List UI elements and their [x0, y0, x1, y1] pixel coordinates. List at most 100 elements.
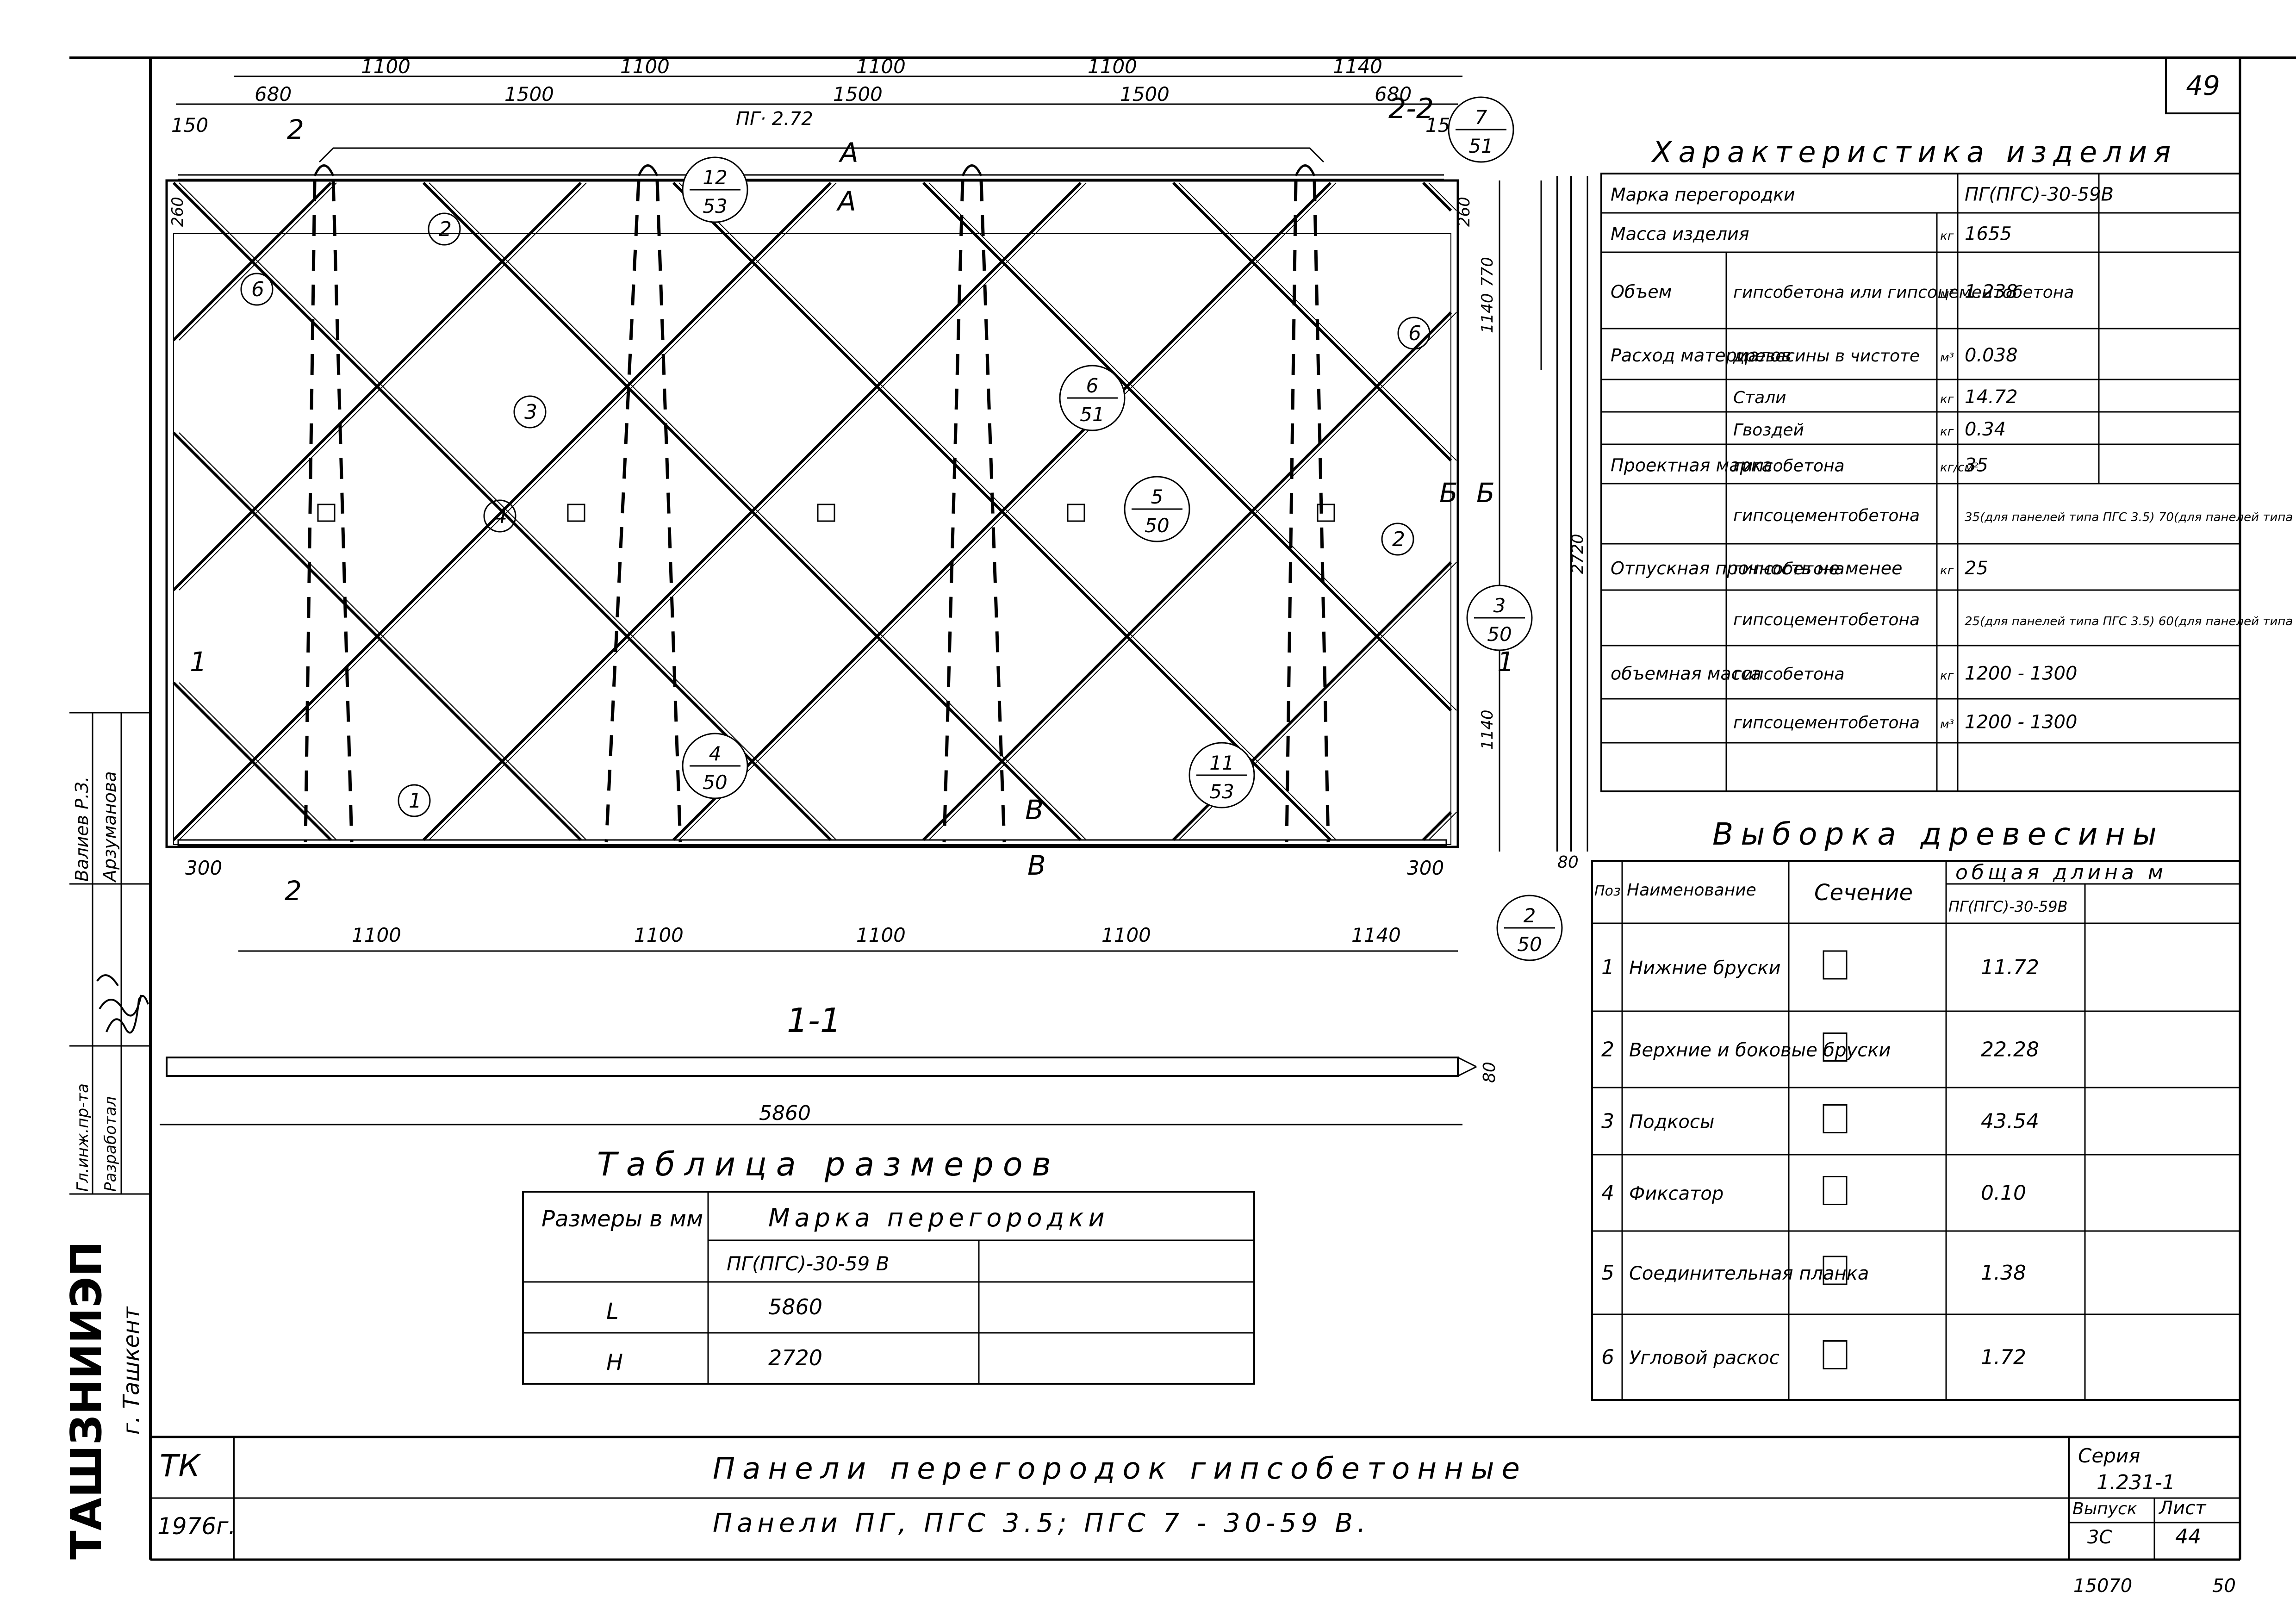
dimensions: 1100 1100 1100 1100 1140 680 1500 1500 1…	[168, 55, 1588, 952]
char-cell-value: 25(для панелей типа ПГС 3.5) 60(для пане…	[1965, 615, 2296, 628]
height-dim-260-left: 260	[168, 197, 187, 227]
char-cell-material: гипсоцементобетона	[1733, 610, 1920, 629]
fixator-node	[1317, 504, 1335, 522]
char-cell-material: гипсобетона	[1733, 560, 1845, 578]
wood-section-sketch	[1823, 1176, 1848, 1205]
ref-top: 2	[1524, 904, 1536, 927]
char-cell-name: Отпускная прочность не менее	[1611, 558, 1903, 578]
mark-a-1: А	[838, 137, 859, 168]
loop-leg	[979, 180, 1006, 843]
char-cell-name: Объем	[1611, 282, 1672, 302]
char-cell-value: 1200 - 1300	[1965, 712, 2077, 733]
char-cell-name: Проектная марка	[1611, 455, 1773, 476]
issue-label: Выпуск	[2072, 1499, 2137, 1518]
char-cell-unit: кг	[1940, 425, 1954, 439]
ref-bottom: 53	[1209, 780, 1234, 803]
char-cell-name: Марка перегородки	[1611, 185, 1795, 205]
loop-leg	[1313, 180, 1330, 843]
mark-1-right: 1	[1497, 646, 1514, 678]
char-cell-material: гипсоцементобетона	[1733, 506, 1920, 525]
ref-bottom: 50	[1145, 514, 1169, 537]
char-cell-material: гипсобетона или гипсоцементобетона	[1733, 283, 2074, 302]
title-block: ТК 1976г. Панели перегородок гипсобетонн…	[150, 1436, 2240, 1597]
loop-head	[313, 164, 335, 177]
loop-leg	[304, 180, 317, 843]
char-cell-value: 1655	[1965, 224, 2012, 245]
size-table: Таблица размеров Размеры в мм Марка пере…	[522, 1145, 1255, 1385]
callout-6-right: 6	[1408, 322, 1421, 345]
char-cell-material: Стали	[1733, 388, 1786, 407]
ref-bottom: 51	[1468, 135, 1493, 157]
wood-header-type: ПГ(ПГС)-30-59В	[1948, 898, 2068, 915]
wood-cell-name: Угловой раскос	[1629, 1348, 1780, 1369]
title-main: Панели перегородок гипсобетонные	[713, 1452, 1527, 1486]
char-cell-material: гипсоцементобетона	[1733, 714, 1920, 733]
callout-2-right: 2	[1392, 528, 1405, 551]
char-cell-value: 35	[1965, 455, 1988, 476]
brace-line	[922, 181, 1452, 712]
stamp-role-1: Гл.инж.пр-та	[74, 1083, 92, 1192]
char-cell-name: Масса изделия	[1611, 224, 1749, 244]
char-cell-value: 25	[1965, 558, 1988, 579]
ref-top: 7	[1475, 106, 1487, 129]
brace-edge	[429, 182, 1087, 840]
wood-table: Выборка древесины Поз Наименование Сечен…	[1591, 816, 2241, 1401]
callout-6-left: 6	[251, 278, 264, 301]
char-cell-material: гипсобетона	[1733, 457, 1845, 476]
lifting-loops	[304, 164, 1330, 843]
bottom-dim-2: 1100	[634, 924, 684, 946]
thickness-dim: 80	[1557, 853, 1579, 872]
top-dim-2: 1100	[620, 55, 670, 78]
brace-line	[1172, 181, 1452, 462]
wood-header-section: Сечение	[1814, 880, 1913, 906]
bottom-dim-5: 1140	[1351, 924, 1401, 946]
size-row-h-value: 2720	[768, 1345, 822, 1370]
issue-value: 3С	[2087, 1527, 2112, 1548]
height-dim-1140-bot: 1140	[1478, 709, 1497, 750]
top-dim-1: 1100	[361, 55, 411, 78]
wood-header-length: общая длина м	[1955, 861, 2167, 884]
ref-top: 12	[703, 166, 727, 189]
fixator-node	[1067, 504, 1085, 522]
char-cell-unit: кг	[1940, 230, 1954, 243]
top2-dim-5: 680	[1375, 83, 1412, 106]
thickness-1-1: 80	[1480, 1062, 1499, 1083]
char-cell-unit: кг	[1940, 669, 1954, 683]
char-cell-material: гипсобетона	[1733, 665, 1845, 684]
wood-header-pos: Поз	[1594, 883, 1621, 899]
mark-b-2: Б	[1476, 477, 1495, 509]
char-cell-value: 0.038	[1965, 345, 2018, 366]
wood-header-name: Наименование	[1627, 881, 1756, 900]
char-cell-unit: кг	[1940, 564, 1954, 578]
wood-cell-length: 1.38	[1981, 1261, 2026, 1285]
series-value: 1.231-1	[2097, 1471, 2175, 1494]
char-cell-unit: м³	[1940, 287, 1954, 301]
wood-cell-name: Верхние и боковые бруски	[1629, 1040, 1891, 1061]
series-label: Серия	[2078, 1444, 2140, 1467]
wood-cell-pos: 4	[1601, 1181, 1614, 1205]
size-header-dims: Размеры в мм	[541, 1206, 703, 1232]
loop-leg	[942, 180, 964, 843]
org-code: ТК	[160, 1448, 201, 1484]
top2-dim-4: 1500	[1120, 83, 1170, 106]
panel-elevation: ПГ· 2.72	[165, 108, 1459, 848]
char-cell-unit: кг	[1940, 392, 1954, 406]
size-header-type: ПГ(ПГС)-30-59 В	[727, 1252, 889, 1275]
char-cell-unit: м³	[1940, 351, 1954, 365]
brace-line	[1422, 811, 1452, 841]
stamp-name-2: Арзуманова	[100, 771, 120, 883]
ref-bottom: 51	[1080, 403, 1104, 426]
footer-code: 15070	[2073, 1575, 2132, 1597]
panel-label: ПГ· 2.72	[736, 108, 813, 130]
callout-4: 4	[494, 504, 507, 528]
size-row-l-label: L	[606, 1299, 619, 1325]
side-stamp: Валиев Р.З. Арзуманова Гл.инж.пр-та Разр…	[62, 712, 150, 1560]
view-1-1: 1-1	[787, 1001, 841, 1040]
callouts: 2 3 4 6 6 2 1	[240, 212, 1431, 817]
loop-leg	[331, 180, 354, 843]
mark-a-2: А	[836, 186, 856, 217]
wood-cell-pos: 5	[1601, 1261, 1614, 1285]
ref-bottom: 53	[703, 195, 727, 218]
loop-leg	[604, 180, 641, 843]
brace-edge	[1428, 812, 1457, 840]
